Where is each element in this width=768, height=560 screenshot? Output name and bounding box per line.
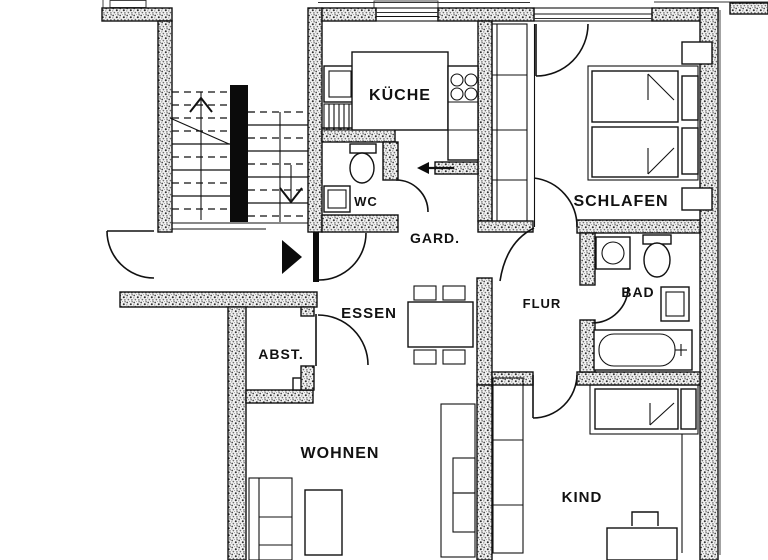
nightstand-3 (681, 127, 699, 175)
wc-door (395, 179, 429, 213)
wc-fixtures (323, 143, 377, 213)
kind-door (532, 374, 578, 419)
room-label-flur: FLUR (523, 296, 562, 311)
wc-toilet-bowl (349, 152, 375, 184)
room-label-gard: GARD. (410, 230, 460, 246)
kind-bed-zone (589, 384, 699, 435)
dining-chair-2 (442, 285, 466, 301)
room-label-bad: BAD (621, 284, 654, 300)
dining-table (407, 301, 474, 348)
wall-abst-right-stub-bottom (300, 365, 315, 391)
room-label-kueche: KÜCHE (369, 85, 431, 104)
desk-chair (631, 511, 659, 526)
wall-bad-bottom (576, 371, 701, 386)
wall-top-2 (437, 7, 535, 22)
nightstand-4 (681, 187, 713, 211)
child-bed (594, 388, 679, 430)
wall-landing-south (119, 291, 318, 308)
wall-schlafen-bottom (576, 219, 701, 234)
wall-wc-bottom (321, 214, 399, 233)
nightstand-2 (681, 75, 699, 121)
apartment-entrance-door (313, 232, 367, 282)
room-label-schlafen: SCHLAFEN (573, 193, 668, 210)
bath-toilet-bowl (643, 242, 671, 278)
desk (606, 527, 678, 560)
wall-stairwell-right (307, 7, 323, 233)
wall-abst-right-stub-top (300, 306, 315, 317)
bed-zone (587, 65, 699, 181)
wc-toilet-tank (349, 143, 377, 154)
kind-furniture (492, 377, 699, 560)
windows (375, 7, 653, 22)
wall-bad-left-upper (579, 232, 596, 286)
stairs-down-arrow-icon (279, 165, 303, 204)
doors (106, 23, 629, 419)
bad-door (591, 286, 629, 324)
kitchen-window (375, 7, 439, 22)
schlafen-door (533, 177, 578, 228)
wall-abst-bottom (245, 389, 314, 404)
entrance-arrow-icon (282, 240, 302, 274)
bed-double-2 (591, 126, 679, 178)
wall-closet-cap (477, 220, 534, 233)
wall-wohnen-kind (476, 384, 493, 560)
wall-left-outer-lower (227, 306, 247, 560)
wall-right-outer (699, 7, 719, 560)
kitchen-stove (447, 65, 479, 161)
stair-treads-right (248, 111, 308, 217)
abst-door (315, 314, 369, 366)
wall-top-left-bar (101, 7, 173, 22)
stairs-up-arrow-icon (189, 96, 213, 113)
washing-machine (595, 236, 631, 270)
wardrobe-closets (491, 23, 536, 227)
wall-stairwell-left (157, 20, 173, 233)
bad-fixtures (593, 234, 693, 371)
wohnen-furniture (248, 403, 476, 560)
wall-kitchen-right (477, 20, 493, 222)
dining-chair-3 (413, 349, 437, 365)
shelf-unit-wohnen (440, 403, 476, 558)
balcony-door (535, 23, 589, 77)
wall-top-1 (321, 7, 377, 22)
bedroom-window (533, 7, 653, 22)
dining-chair-4 (442, 349, 466, 365)
coffee-table (304, 489, 343, 556)
dining-set (407, 285, 474, 365)
bathtub (593, 329, 693, 371)
stair-cut-line (169, 117, 230, 145)
wall-wc-right (382, 141, 399, 181)
nightstand-1 (681, 41, 713, 65)
wall-flur-left (476, 277, 493, 386)
kitchen-drainer (323, 103, 357, 131)
room-label-kind: KIND (562, 489, 603, 506)
shelf-unit-kind (492, 377, 524, 554)
stairwell (169, 85, 308, 230)
sofa (248, 477, 293, 560)
kind-nightstand (680, 388, 697, 430)
schlafen-furniture (587, 41, 713, 211)
room-label-wohnen: WOHNEN (301, 445, 380, 462)
bed-double-1 (591, 70, 679, 123)
room-label-essen: ESSEN (341, 305, 397, 322)
dining-chair-1 (413, 285, 437, 301)
kitchen-table (351, 51, 449, 131)
wall-bad-left-lower (579, 319, 596, 373)
room-label-wc: WC (354, 194, 378, 209)
room-label-abst: ABST. (258, 346, 303, 362)
flur-door (499, 227, 535, 282)
stair-center-wall (230, 85, 248, 222)
neighbor-wall-stub (729, 2, 768, 15)
kitchen-entry-arrow-icon (417, 162, 454, 174)
landing-exterior-door (106, 230, 155, 279)
kitchen-fixtures (323, 51, 479, 161)
